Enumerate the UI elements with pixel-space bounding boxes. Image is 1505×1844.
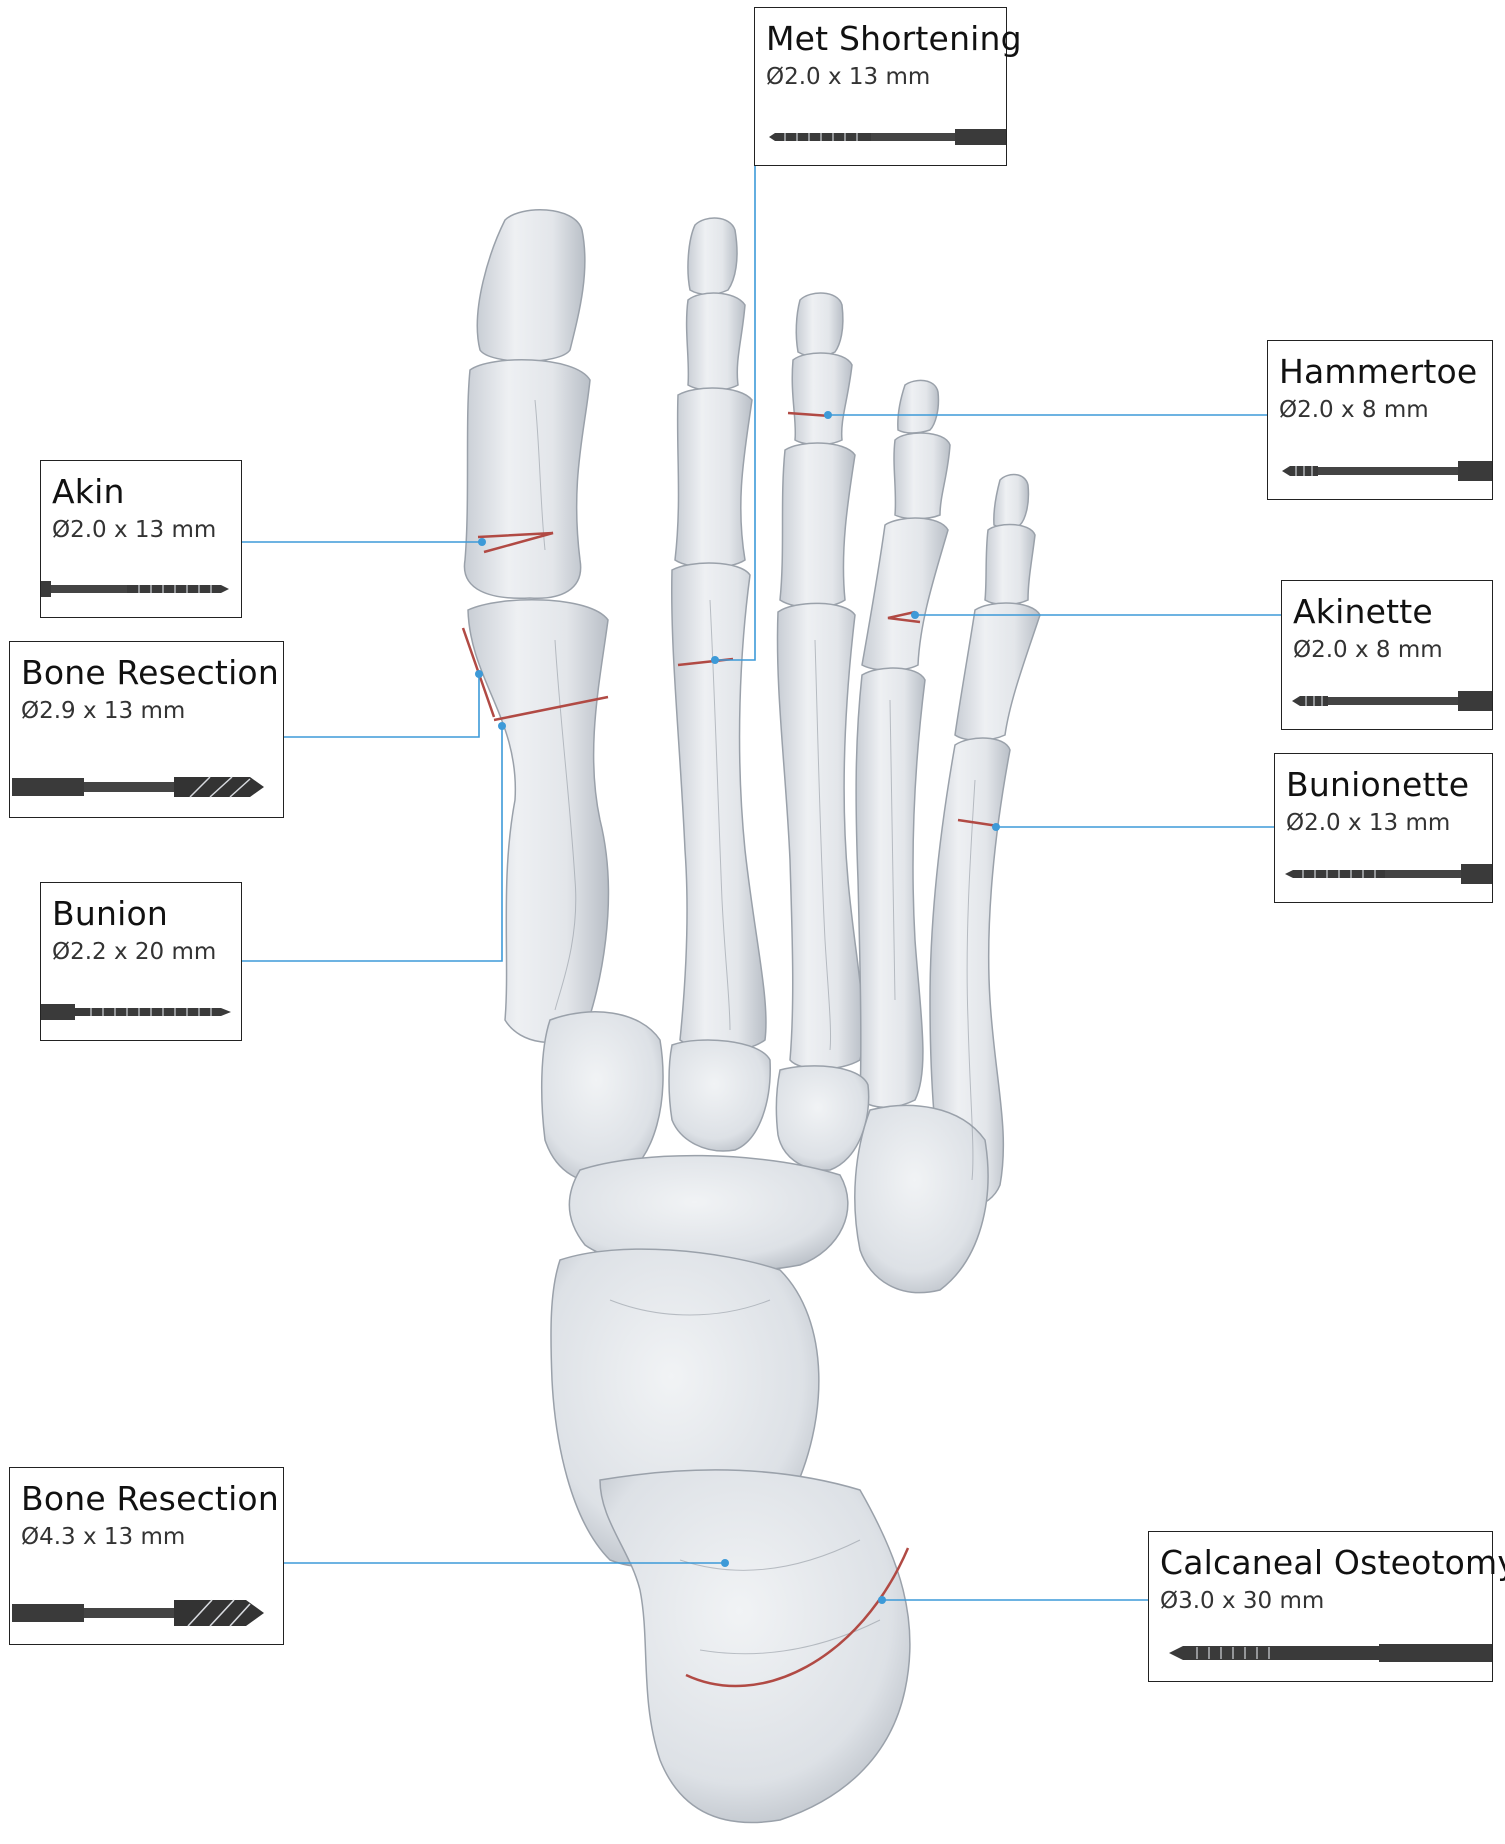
bunion-dot <box>498 722 506 730</box>
toe3-distal <box>796 293 843 356</box>
callout-bone-resection-small: Bone Resection Ø2.9 x 13 mm <box>9 641 284 818</box>
callout-akinette: Akinette Ø2.0 x 8 mm <box>1281 580 1493 730</box>
callout-dimensions: Ø2.2 x 20 mm <box>52 939 216 965</box>
met-shortening-dot <box>711 656 719 664</box>
toe4-distal <box>898 380 939 433</box>
callout-bunion: Bunion Ø2.2 x 20 mm <box>40 882 242 1041</box>
cuneiform-lateral <box>776 1066 868 1170</box>
toe5-distal <box>994 475 1029 528</box>
bunionette-dot <box>992 823 1000 831</box>
hallux-proximal-phalanx <box>464 360 590 598</box>
metatarsal-1 <box>468 600 608 1043</box>
cuboid <box>855 1105 988 1292</box>
bone-resection-small-leader <box>283 674 479 737</box>
calcaneus <box>600 1470 910 1823</box>
callout-dimensions: Ø3.0 x 30 mm <box>1160 1588 1324 1614</box>
callout-dimensions: Ø4.3 x 13 mm <box>21 1524 185 1550</box>
burr-fine-tip-icon <box>1268 451 1492 491</box>
callout-bunionette: Bunionette Ø2.0 x 13 mm <box>1274 753 1493 903</box>
akin-dot <box>478 538 486 546</box>
callout-title: Akin <box>52 472 125 511</box>
bone-resection-small-dot <box>475 670 483 678</box>
callout-title: Bone Resection <box>21 653 279 692</box>
hallux-distal-phalanx <box>477 210 585 361</box>
callout-dimensions: Ø2.0 x 8 mm <box>1279 397 1429 423</box>
toe4-proximal <box>862 518 948 670</box>
burr-short-threaded-icon <box>1275 854 1492 894</box>
toe2-distal <box>688 218 737 294</box>
burr-fluted-icon <box>10 765 283 809</box>
burr-short-threaded-icon <box>755 117 1006 157</box>
toe5-middle <box>985 525 1035 605</box>
callout-title: Hammertoe <box>1279 352 1477 391</box>
tarsal-group <box>542 1012 988 1823</box>
toe2-middle <box>687 293 745 390</box>
toe4-middle <box>894 433 950 519</box>
akinette-dot <box>911 611 919 619</box>
burr-fine-tip-icon <box>1282 681 1492 721</box>
toe2-proximal <box>675 388 752 567</box>
callout-title: Calcaneal Osteotomy <box>1160 1543 1505 1582</box>
callout-title: Bone Resection <box>21 1479 279 1518</box>
callout-dimensions: Ø2.9 x 13 mm <box>21 698 185 724</box>
callout-bone-resection-large: Bone Resection Ø4.3 x 13 mm <box>9 1467 284 1645</box>
toe3-middle <box>792 353 852 444</box>
cuneiform-intermediate <box>669 1040 770 1151</box>
callout-title: Met Shortening <box>766 19 1022 58</box>
callout-title: Bunionette <box>1286 765 1469 804</box>
callout-title: Akinette <box>1293 592 1433 631</box>
toe5-proximal <box>955 603 1040 740</box>
callout-hammertoe: Hammertoe Ø2.0 x 8 mm <box>1267 340 1493 500</box>
callout-akin: Akin Ø2.0 x 13 mm <box>40 460 242 618</box>
callout-dimensions: Ø2.0 x 13 mm <box>1286 810 1450 836</box>
burr-fluted-icon <box>10 1590 283 1636</box>
burr-long-threaded-icon <box>41 992 241 1032</box>
burr-short-threaded-icon <box>41 569 241 609</box>
callout-dimensions: Ø2.0 x 8 mm <box>1293 637 1443 663</box>
callout-title: Bunion <box>52 894 168 933</box>
toe3-proximal <box>780 443 855 607</box>
burr-long-shaft-icon <box>1149 1633 1492 1673</box>
callout-calcaneal-osteotomy: Calcaneal Osteotomy Ø3.0 x 30 mm <box>1148 1531 1493 1682</box>
callout-dimensions: Ø2.0 x 13 mm <box>766 64 930 90</box>
callout-dimensions: Ø2.0 x 13 mm <box>52 517 216 543</box>
calcaneal-osteotomy-dot <box>878 1596 886 1604</box>
hammertoe-dot <box>824 411 832 419</box>
bone-resection-large-dot <box>721 1559 729 1567</box>
callout-met-shortening: Met Shortening Ø2.0 x 13 mm <box>754 7 1007 166</box>
